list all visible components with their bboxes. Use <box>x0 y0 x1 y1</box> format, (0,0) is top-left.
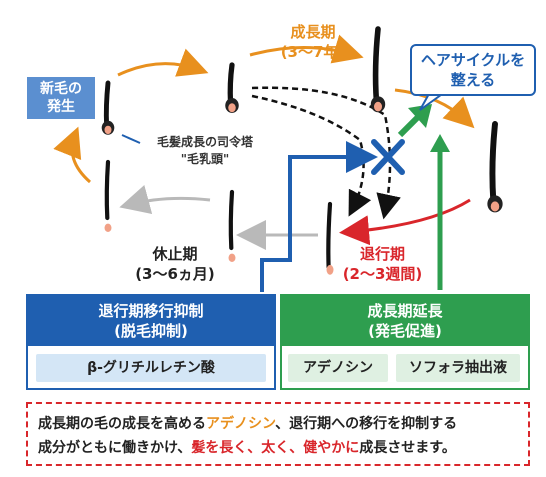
growth-phase-title: 成長期 <box>290 23 336 41</box>
summary-text-1: 成長期の毛の成長を高める <box>38 416 206 432</box>
hair-regression-icon <box>326 201 334 275</box>
arrow-rest-to-rest <box>119 185 211 215</box>
arrow-growth-to-regression <box>339 198 471 246</box>
papilla-line-1: 毛髪成長の司令塔 <box>156 135 253 149</box>
blue-connector <box>260 141 378 292</box>
summary-note: 成長期の毛の成長を高めるアデノシン、退行期への移行を抑制する 成分がともに働きか… <box>26 402 530 466</box>
arrow-rest-to-birth <box>53 126 91 184</box>
dashed-arrow-1 <box>251 86 401 220</box>
new-hair-label: 新毛の 発生 <box>27 77 95 119</box>
summary-highlight-effect: 髪を長く、太く、健やかに <box>191 440 360 456</box>
summary-text-2: 、退行期への移行を抑制する <box>275 416 458 432</box>
panel-left-subtitle: (脱毛抑制) <box>114 322 188 340</box>
growth-phase-label: 成長期 (3〜7年) <box>268 22 358 62</box>
dashed-arrow-2 <box>251 94 372 217</box>
hair-growth-3-icon <box>487 121 503 213</box>
new-hair-line-2: 発生 <box>47 99 75 115</box>
summary-text-3: 成分がともに働きかけ、 <box>38 440 192 456</box>
panel-growth-extend: 成長期延長 (発毛促進) アデノシン ソフォラ抽出液 <box>280 294 530 390</box>
summary-line-2: 成分がともに働きかけ、髪を長く、太く、健やかに成長させます。 <box>38 436 518 460</box>
arrow-growth-1 <box>249 34 364 64</box>
rest-phase-title: 休止期 <box>152 245 198 263</box>
panel-left-title: 退行期移行抑制 <box>98 302 204 320</box>
regression-phase-label: 退行期 (2〜3週間) <box>335 244 430 284</box>
papilla-line-2: "毛乳頭" <box>180 152 230 166</box>
panel-right-subtitle: (発毛促進) <box>368 322 442 340</box>
rest-phase-duration: (3〜6ヵ月) <box>135 265 215 283</box>
green-arrow-2 <box>397 104 432 138</box>
panel-regression-inhibit: 退行期移行抑制 (脱毛抑制) β-グリチルレチン酸 <box>26 294 276 390</box>
hair-rest-2-icon <box>104 159 112 232</box>
hair-rest-1-icon <box>228 189 236 262</box>
ingredient-glycyrrhetinic-chip: β-グリチルレチン酸 <box>36 354 266 382</box>
growth-phase-duration: (3〜7年) <box>280 43 346 61</box>
panel-right-title: 成長期延長 <box>367 302 443 320</box>
bubble-line-2: 整える <box>450 71 496 89</box>
block-x-icon <box>371 139 405 175</box>
arrow-birth-to-growth <box>117 48 209 77</box>
ingredient-adenosine-chip: アデノシン <box>288 354 388 382</box>
green-arrow-1 <box>430 134 450 290</box>
arrow-growth-2 <box>394 88 475 129</box>
new-hair-line-1: 新毛の <box>40 81 82 97</box>
regression-phase-duration: (2〜3週間) <box>342 265 423 283</box>
bubble-line-1: ヘアサイクルを <box>420 51 526 69</box>
panel-growth-extend-header: 成長期延長 (発毛促進) <box>282 296 528 346</box>
ingredient-sophora-chip: ソフォラ抽出液 <box>396 354 520 382</box>
summary-line-1: 成長期の毛の成長を高めるアデノシン、退行期への移行を抑制する <box>38 412 518 436</box>
hair-growth-2-icon <box>370 26 386 113</box>
summary-highlight-adenosine: アデノシン <box>206 416 276 432</box>
hair-growth-1-icon <box>225 62 239 113</box>
hair-cycle-bubble: ヘアサイクルを 整える <box>410 44 536 96</box>
hair-new-icon <box>101 80 115 135</box>
regression-phase-title: 退行期 <box>359 245 405 263</box>
papilla-label: 毛髪成長の司令塔 "毛乳頭" <box>140 134 270 168</box>
summary-text-4: 成長させます。 <box>359 440 456 456</box>
panel-regression-inhibit-header: 退行期移行抑制 (脱毛抑制) <box>28 296 274 346</box>
rest-phase-label: 休止期 (3〜6ヵ月) <box>125 244 225 284</box>
